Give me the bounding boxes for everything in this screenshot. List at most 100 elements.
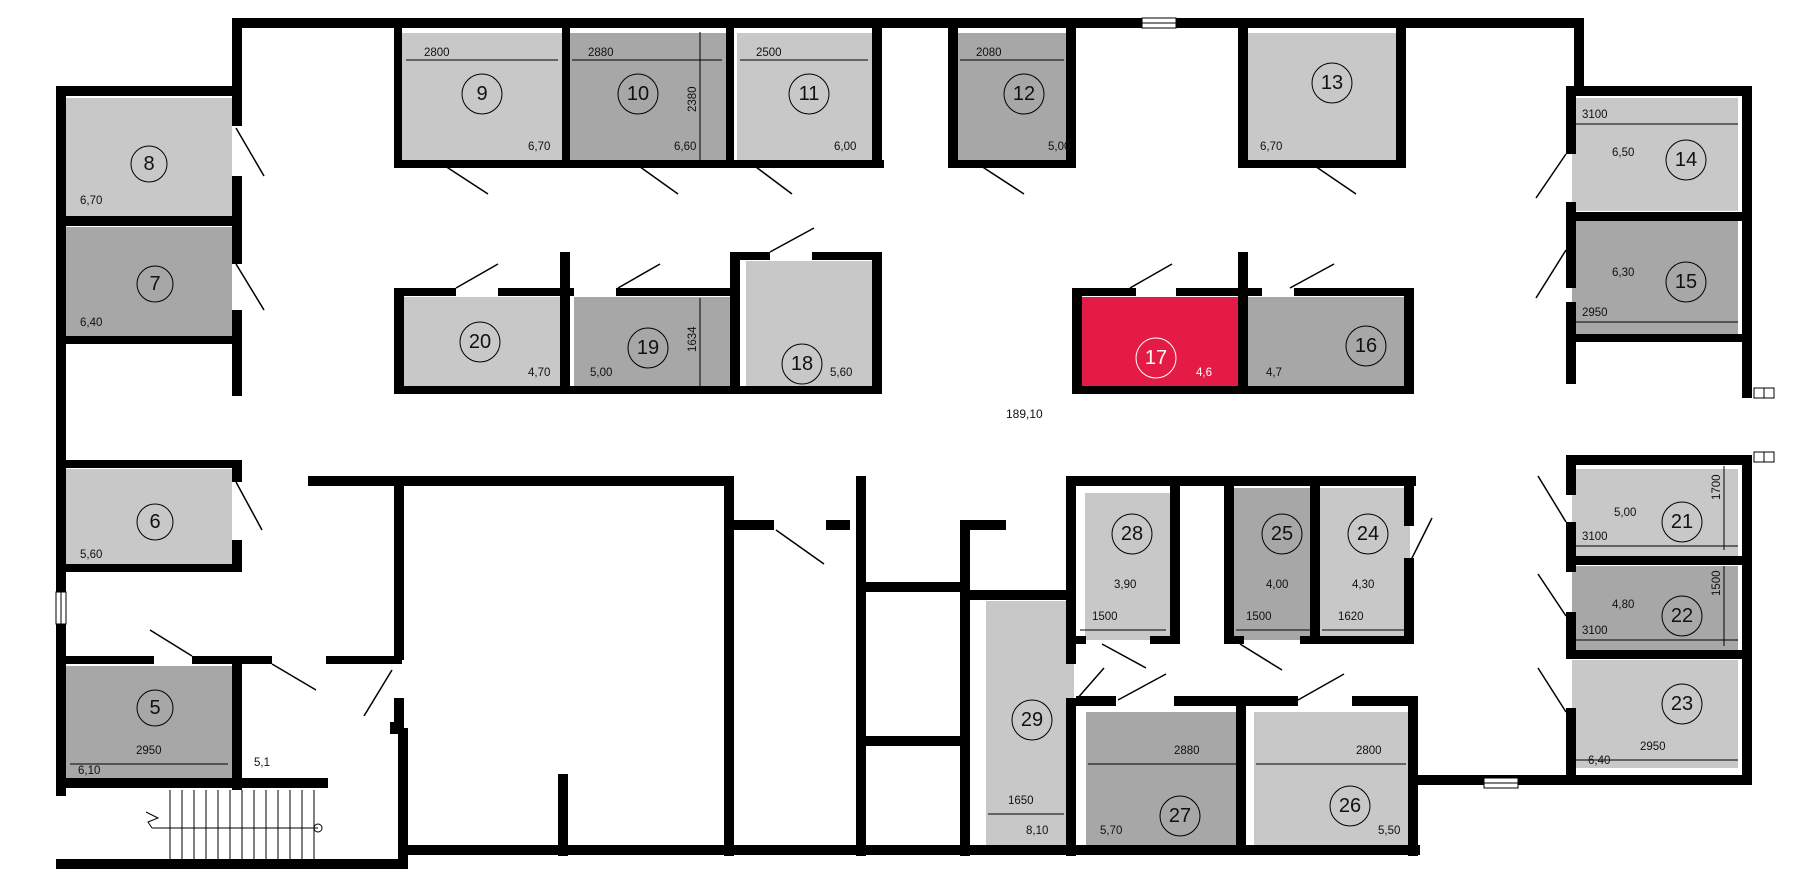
room-19-number: 19 <box>637 337 659 359</box>
room-21-area: 5,00 <box>1614 507 1636 519</box>
room-28-area: 3,90 <box>1114 579 1136 591</box>
room-28-badge <box>1111 513 1153 555</box>
room-17-number: 17 <box>1145 347 1167 369</box>
room-14-badge <box>1665 139 1707 181</box>
room-25-badge <box>1261 513 1303 555</box>
room-7-badge <box>136 265 174 303</box>
room-16-area: 4,7 <box>1266 367 1282 379</box>
room-5-badge <box>136 689 174 727</box>
room-14-area: 6,50 <box>1612 147 1634 159</box>
room-19-area: 5,00 <box>590 367 612 379</box>
windows <box>55 17 1775 789</box>
room-13-number: 13 <box>1321 72 1343 94</box>
room-21-fill[interactable] <box>1572 469 1738 556</box>
room-22-area: 4,80 <box>1612 599 1634 611</box>
room-11-fill[interactable] <box>737 33 872 163</box>
room-8-area: 6,70 <box>80 195 102 207</box>
dim-room-28-width: 1500 <box>1092 611 1118 623</box>
room-23-badge <box>1661 683 1703 725</box>
room-7-fill[interactable] <box>66 227 232 340</box>
room-12-number: 12 <box>1013 83 1035 105</box>
room-24-fill[interactable] <box>1320 488 1410 640</box>
room-7-area: 6,40 <box>80 317 102 329</box>
room-10-number: 10 <box>627 83 649 105</box>
dim-room-19-depth: 1634 <box>687 326 699 352</box>
dim-room-9-width: 2800 <box>424 47 450 59</box>
room-10-badge <box>617 73 659 115</box>
dim-room-26-width: 2800 <box>1356 745 1382 757</box>
room-17-fill[interactable] <box>1081 297 1240 386</box>
room-26-area: 5,50 <box>1378 825 1400 837</box>
room-9-fill[interactable] <box>402 33 562 163</box>
room-12-fill[interactable] <box>958 33 1066 163</box>
room-15-area: 6,30 <box>1612 267 1634 279</box>
room-5-number: 5 <box>149 697 160 719</box>
room-15-fill[interactable] <box>1572 221 1738 334</box>
room-9-badge <box>461 73 503 115</box>
corridor-total-area: 189,10 <box>1006 407 1043 421</box>
dim-room-24-width: 1620 <box>1338 611 1364 623</box>
room-19-fill[interactable] <box>574 297 740 386</box>
dim-room-22-depth: 1500 <box>1711 570 1723 596</box>
room-27-badge <box>1159 795 1201 837</box>
room-25-area: 4,00 <box>1266 579 1288 591</box>
room-14-number: 14 <box>1675 149 1697 171</box>
room-28-number: 28 <box>1121 523 1143 545</box>
dim-room-27-width: 2880 <box>1174 745 1200 757</box>
room-11-area: 6,00 <box>834 141 856 153</box>
dim-room-11-width: 2500 <box>756 47 782 59</box>
room-23-area: 6,40 <box>1588 755 1610 767</box>
room-6-fill[interactable] <box>66 469 232 564</box>
dim-room-29-width: 1650 <box>1008 795 1034 807</box>
room-18-fill[interactable] <box>746 261 877 386</box>
room-29-badge <box>1011 699 1053 741</box>
room-29-fill[interactable] <box>986 601 1074 846</box>
room-16-fill[interactable] <box>1247 297 1410 386</box>
room-20-fill[interactable] <box>402 297 564 386</box>
room-15-number: 15 <box>1675 271 1697 293</box>
room-fills <box>66 33 1738 846</box>
room-14-fill[interactable] <box>1572 98 1738 211</box>
room-6-number: 6 <box>149 511 160 533</box>
dim-room-25-width: 1500 <box>1246 611 1272 623</box>
room-numbers: 5 6 7 8 9 10 11 12 13 14 15 16 17 18 19 … <box>143 72 1697 827</box>
dim-room-5-width: 2950 <box>136 745 162 757</box>
dim-room-15-width: 2950 <box>1582 307 1608 319</box>
room-19-badge <box>627 327 669 369</box>
room-18-badge <box>781 343 823 385</box>
dim-room-21-depth: 1700 <box>1711 474 1723 500</box>
walls <box>56 18 1752 869</box>
room-10-area: 6,60 <box>674 141 696 153</box>
room-8-badge <box>130 145 168 183</box>
room-23-number: 23 <box>1671 693 1693 715</box>
room-24-number: 24 <box>1357 523 1379 545</box>
room-13-fill[interactable] <box>1248 33 1396 163</box>
room-28-fill[interactable] <box>1085 493 1170 640</box>
room-22-badge <box>1661 595 1703 637</box>
room-20-area: 4,70 <box>528 367 550 379</box>
room-23-fill[interactable] <box>1572 660 1738 768</box>
room-16-number: 16 <box>1355 335 1377 357</box>
room-27-fill[interactable] <box>1086 712 1244 846</box>
room-29-area: 8,10 <box>1026 825 1048 837</box>
dim-room-10-width: 2880 <box>588 47 614 59</box>
room-22-fill[interactable] <box>1572 566 1738 650</box>
dim-room-21-width: 3100 <box>1582 531 1608 543</box>
room-25-fill[interactable] <box>1234 488 1314 640</box>
dimension-labels: 2800 2880 2380 2500 2080 3100 2950 1634 … <box>136 47 1723 807</box>
room-18-number: 18 <box>791 353 813 375</box>
room-21-badge <box>1661 501 1703 543</box>
doors <box>149 127 1567 717</box>
room-5-fill[interactable] <box>66 666 232 778</box>
room-18-area: 5,60 <box>830 367 852 379</box>
room-5-area: 6,10 <box>78 765 100 777</box>
room-26-fill[interactable] <box>1254 712 1410 846</box>
room-26-number: 26 <box>1339 795 1361 817</box>
room-8-fill[interactable] <box>66 98 232 216</box>
room-26-badge <box>1329 785 1371 827</box>
room-13-area: 6,70 <box>1260 141 1282 153</box>
dim-room-12-width: 2080 <box>976 47 1002 59</box>
room-badges <box>130 62 1707 837</box>
room-9-area: 6,70 <box>528 141 550 153</box>
room-27-area: 5,70 <box>1100 825 1122 837</box>
